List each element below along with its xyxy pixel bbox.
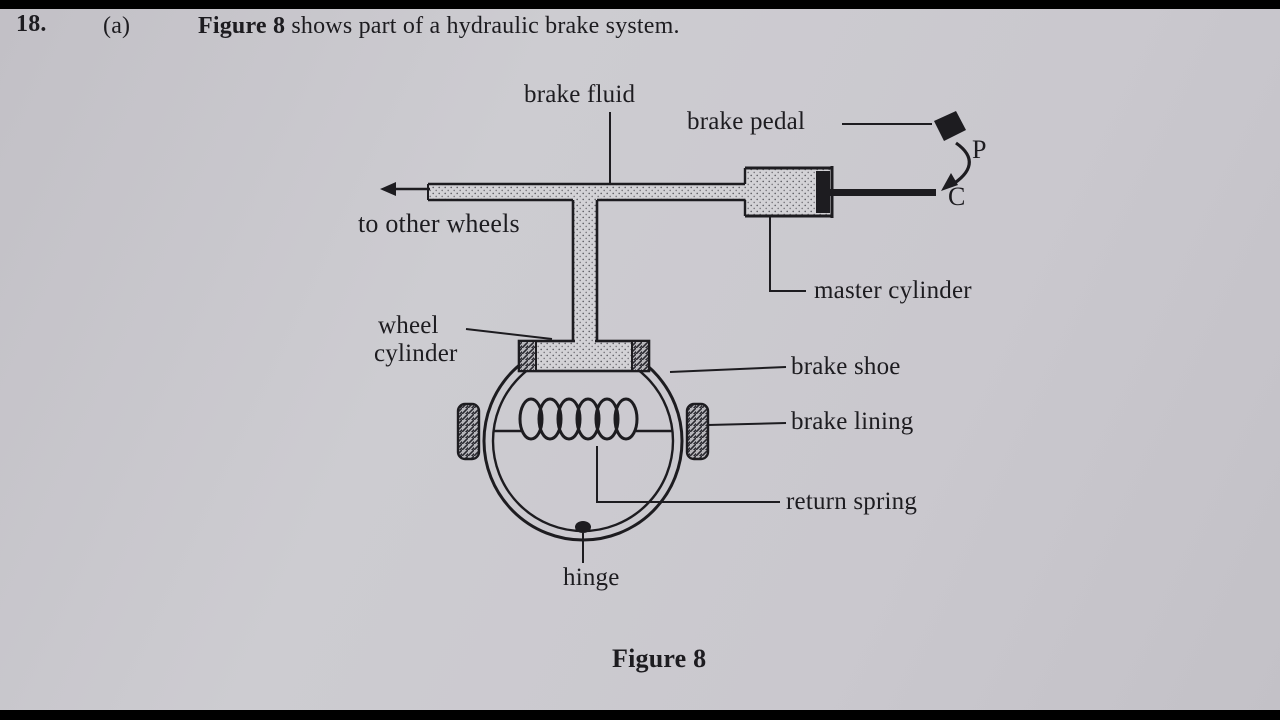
brake-lining-pointer xyxy=(707,422,787,426)
brake-shoe-pointer xyxy=(669,366,787,373)
wheel-cylinder-pointer xyxy=(465,328,553,340)
label-brake-pedal: brake pedal xyxy=(687,108,806,135)
label-brake-fluid: brake fluid xyxy=(524,81,636,108)
return-spring-pointer xyxy=(596,446,780,503)
master-cylinder-piston xyxy=(816,171,830,213)
brake-lining-right xyxy=(685,402,710,461)
hinge-pivot xyxy=(575,521,591,533)
label-wheel-cylinder-line2: cylinder xyxy=(374,340,458,367)
wheel-cylinder xyxy=(517,338,651,373)
label-brake-shoe: brake shoe xyxy=(791,353,901,380)
master-cylinder-pointer xyxy=(769,216,806,292)
label-point-p: P xyxy=(972,135,987,164)
figure-reference: Figure 8 xyxy=(198,13,286,39)
label-to-other-wheels: to other wheels xyxy=(358,209,520,238)
label-pointer-lines xyxy=(465,112,932,563)
brake-lining-left xyxy=(456,402,481,461)
return-spring xyxy=(494,397,672,441)
question-intro-text: shows part of a hydraulic brake system. xyxy=(285,13,680,39)
label-point-c: C xyxy=(948,182,966,211)
label-hinge: hinge xyxy=(563,564,620,591)
to-other-wheels-arrow xyxy=(380,182,430,196)
question-intro: Figure 8 shows part of a hydraulic brake… xyxy=(198,13,680,39)
brake-shoe-ring xyxy=(491,349,675,533)
brake-pedal xyxy=(934,111,971,191)
master-cylinder xyxy=(743,166,834,218)
pedal-push-rod xyxy=(830,189,936,196)
label-master-cylinder: master cylinder xyxy=(814,277,972,304)
pedal-arrowhead xyxy=(941,173,958,191)
question-number: 18. xyxy=(16,11,47,37)
fluid-pipe-vertical xyxy=(571,200,599,344)
question-part-label: (a) xyxy=(103,13,131,39)
label-return-spring: return spring xyxy=(786,488,918,515)
figure-caption: Figure 8 xyxy=(612,644,707,673)
label-wheel-cylinder-line1: wheel xyxy=(378,312,439,339)
fluid-pipe-horizontal xyxy=(427,182,750,202)
label-brake-lining: brake lining xyxy=(791,408,914,435)
